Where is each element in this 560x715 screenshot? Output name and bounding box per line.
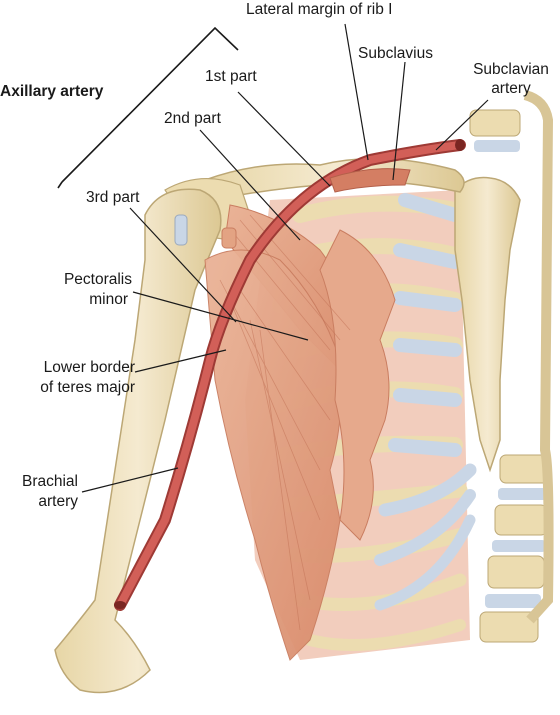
subclavius-muscle [329,168,411,193]
axillary-bracket [57,26,239,189]
humerus [54,188,222,694]
label-axillary-artery: Axillary artery [0,83,104,100]
serratus-anterior [319,229,396,541]
brachial-artery-cut [114,601,126,609]
tendon [174,214,188,246]
label-subclavius: Subclavius [358,45,433,62]
label-2nd-part: 2nd part [164,110,221,127]
leader-lateral-margin [344,23,369,161]
artery-highlight [116,141,464,609]
label-1st-part: 1st part [205,68,257,85]
subclavian-artery-cut [455,139,465,151]
label-lower-border-line2: of teres major [40,379,135,396]
label-subclavian-artery-line2: artery [491,80,531,97]
chest-muscles [204,249,342,661]
leader-lower-border [134,349,227,373]
label-subclavian-artery-line1: Subclavian [473,61,549,78]
sternum [454,176,521,473]
label-brachial-artery-line1: Brachial [22,473,78,490]
leader-lines [81,23,489,493]
label-pectoralis-minor-line1: Pectoralis [63,271,132,288]
leader-subclavius [392,61,406,181]
vertebral-column [469,90,554,643]
leader-pectoralis-minor [132,291,309,341]
label-3rd-part: 3rd part [86,189,140,206]
label-brachial-artery-line2: artery [38,493,78,510]
leader-3rd-part [129,207,237,323]
leader-2nd-part [199,129,301,241]
leader-brachial-artery [81,467,179,493]
label-pectoralis-minor-line2: minor [89,291,128,308]
label-lower-border-line1: Lower border [43,359,135,376]
costal-cartilages [374,193,477,611]
tendon [221,227,237,249]
leader-subclavian-artery [435,99,489,151]
leader-1st-part [237,91,331,187]
label-lateral-margin-rib-1: Lateral margin of rib I [246,1,393,18]
